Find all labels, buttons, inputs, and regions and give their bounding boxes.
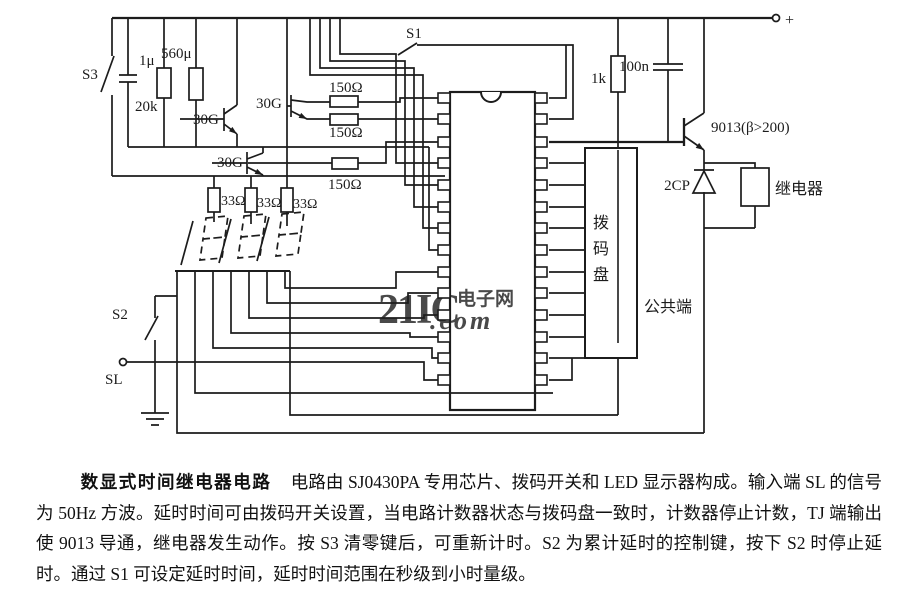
label-res-150-3: 150Ω xyxy=(328,177,362,193)
label-q3: 30G xyxy=(217,155,243,171)
watermark-site-name: 电子网 xyxy=(457,287,514,310)
display-digit-strokes xyxy=(180,216,270,266)
dial-label-char3: 盘 xyxy=(593,265,609,284)
component-bodies xyxy=(118,13,781,367)
label-common-terminal: 公共端 xyxy=(644,298,692,316)
label-res-33-2: 33Ω xyxy=(257,196,281,211)
relay-body xyxy=(740,167,770,207)
label-sl: SL xyxy=(105,372,123,388)
label-res-20k: 20k xyxy=(135,99,158,115)
label-res-33-1: 33Ω xyxy=(221,194,245,209)
dial-label-char1: 拨 xyxy=(593,214,609,232)
label-q4: 9013(β>200) xyxy=(711,120,790,136)
display-staircase xyxy=(212,271,440,359)
label-res-150-2: 150Ω xyxy=(329,125,363,141)
ic-notch xyxy=(480,91,502,103)
figure-caption: 数显式时间继电器电路电路由 SJ0430PA 专用芯片、拨码开关和 LED 显示… xyxy=(36,467,882,589)
label-res-1k: 1k xyxy=(591,71,607,87)
circuit-schematic: 21IC 电子网 .com xyxy=(82,12,823,434)
label-q2: 30G xyxy=(256,96,282,112)
caption-title: 数显式时间继电器电路 xyxy=(80,472,272,492)
wires xyxy=(100,16,772,434)
q1-arrow xyxy=(229,126,237,134)
label-s3: S3 xyxy=(82,67,98,83)
label-res-150-1: 150Ω xyxy=(329,80,363,96)
res-150-2-body xyxy=(329,113,359,126)
q1-wires xyxy=(180,18,238,147)
led-display xyxy=(175,211,305,272)
label-q1: 30G xyxy=(193,112,219,128)
main-ic-chip xyxy=(448,90,537,412)
label-s1: S1 xyxy=(406,26,422,42)
cap-560u-body xyxy=(156,67,172,99)
dial-switch: 拨 码 盘 xyxy=(584,147,638,359)
res-150-1-body xyxy=(329,95,359,108)
label-diode-2cp: 2CP xyxy=(664,178,690,194)
q3-arrow xyxy=(254,168,263,175)
res-150-3-body xyxy=(331,157,359,170)
schematic-svg: 21IC 电子网 .com xyxy=(82,12,823,434)
dial-label-char2: 码 xyxy=(593,240,609,258)
dial-switch-body xyxy=(584,147,638,359)
res-33-2-body xyxy=(244,187,258,213)
s2-ground-wires xyxy=(141,295,177,426)
dial-pin-wires xyxy=(549,162,585,381)
caption-paragraph: 数显式时间继电器电路电路由 SJ0430PA 专用芯片、拨码开关和 LED 显示… xyxy=(36,467,882,589)
ic-pins xyxy=(437,92,548,386)
res-20k-body xyxy=(188,67,204,101)
q2-arrow xyxy=(298,112,307,119)
left-power-wires xyxy=(100,18,445,251)
bottom-bus-wires xyxy=(127,228,705,434)
label-s2: S2 xyxy=(112,307,128,323)
sl-terminal-node xyxy=(118,357,128,367)
emitter-arrows xyxy=(229,112,704,175)
s1-wires xyxy=(397,42,574,120)
wire-bundle xyxy=(309,18,440,229)
diode-2cp-symbol xyxy=(691,169,717,194)
label-cap-100n: 100n xyxy=(619,59,650,75)
res-33-3-body xyxy=(280,187,294,213)
plus-terminal-node xyxy=(771,13,781,23)
label-cap-560u: 560μ xyxy=(161,46,192,62)
labels: S3 1μ 560μ 20k 30G 30G 30G 150Ω 150Ω 150… xyxy=(82,12,823,388)
res-1k-body xyxy=(610,55,626,93)
display-digit-segments xyxy=(199,211,305,261)
label-plus-terminal: + xyxy=(785,12,794,29)
r33-wires xyxy=(213,176,288,226)
caption-body: 电路由 SJ0430PA 专用芯片、拨码开关和 LED 显示器构成。输入端 SL… xyxy=(36,472,882,584)
label-cap-1u: 1μ xyxy=(139,53,155,69)
q3-wires xyxy=(212,141,440,176)
label-res-33-3: 33Ω xyxy=(293,197,317,212)
res-33-1-body xyxy=(207,187,221,213)
label-relay: 继电器 xyxy=(775,180,823,198)
q4-arrow xyxy=(695,142,704,150)
